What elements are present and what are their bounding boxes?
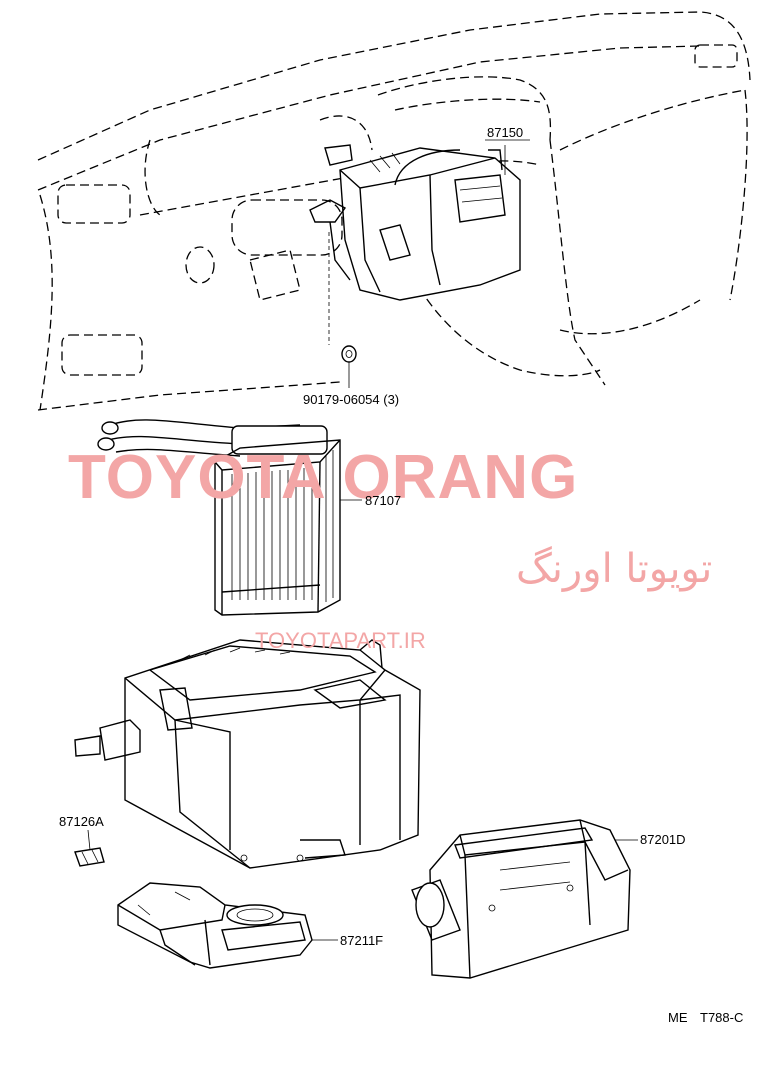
clip-90179 bbox=[341, 345, 357, 363]
diagram-code-number: T788-C bbox=[700, 1010, 743, 1025]
watermark-persian: تویوتا اورنگ bbox=[516, 546, 712, 592]
duct-87201d bbox=[411, 819, 631, 979]
core-fins bbox=[231, 450, 334, 602]
heater-case bbox=[74, 639, 421, 869]
lower-case-87211f bbox=[117, 882, 313, 969]
label-87211f: 87211F bbox=[340, 933, 383, 948]
label-87107: 87107 bbox=[365, 493, 401, 508]
label-87201d: 87201D bbox=[640, 832, 686, 847]
leader-87126A bbox=[87, 829, 91, 851]
dashboard-outline bbox=[37, 11, 751, 411]
label-87126a: 87126A bbox=[59, 814, 104, 829]
clip-87126a bbox=[74, 847, 105, 867]
label-87150: 87150 bbox=[487, 125, 523, 140]
diagram-code-prefix: ME bbox=[668, 1010, 688, 1025]
label-90179-06054: 90179-06054 (3) bbox=[303, 392, 399, 407]
watermark-url: TOYOTAPART.IR bbox=[255, 628, 426, 653]
heater-radiator-core bbox=[97, 419, 341, 616]
installed-heater-unit bbox=[309, 144, 521, 301]
watermark-latin: TOYOTA ORANG bbox=[68, 443, 578, 512]
